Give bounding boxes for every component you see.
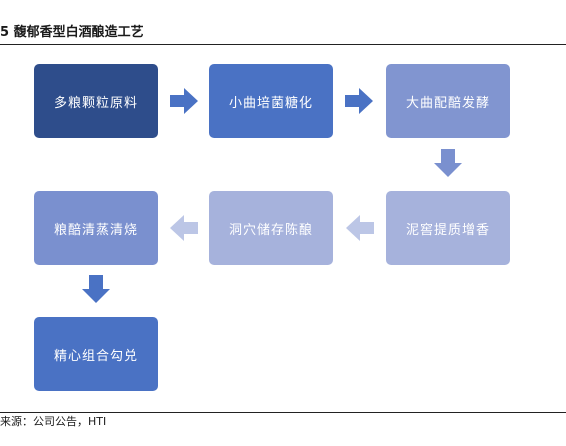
arrow-down-icon xyxy=(82,275,110,303)
step-blending: 精心组合勾兑 xyxy=(34,317,158,391)
arrow-left-icon xyxy=(170,215,198,241)
figure-title: 5 馥郁香型白酒酿造工艺 xyxy=(0,25,144,40)
step-mud-pit-aroma: 泥窖提质增香 xyxy=(386,191,510,265)
source-note: 来源：公司公告，HTI xyxy=(0,415,107,428)
bottom-rule xyxy=(0,412,566,413)
step-cave-aging: 洞穴储存陈酿 xyxy=(209,191,333,265)
arrow-right-icon xyxy=(345,88,373,114)
step-multi-grain-raw-material: 多粮颗粒原料 xyxy=(34,64,158,138)
step-daqu-fermentation: 大曲配醅发酵 xyxy=(386,64,510,138)
step-clear-steaming: 粮醅清蒸清烧 xyxy=(34,191,158,265)
arrow-down-icon xyxy=(434,149,462,177)
arrow-right-icon xyxy=(170,88,198,114)
arrow-left-icon xyxy=(346,215,374,241)
top-rule xyxy=(0,44,566,45)
step-xiaoqu-saccharification: 小曲培菌糖化 xyxy=(209,64,333,138)
